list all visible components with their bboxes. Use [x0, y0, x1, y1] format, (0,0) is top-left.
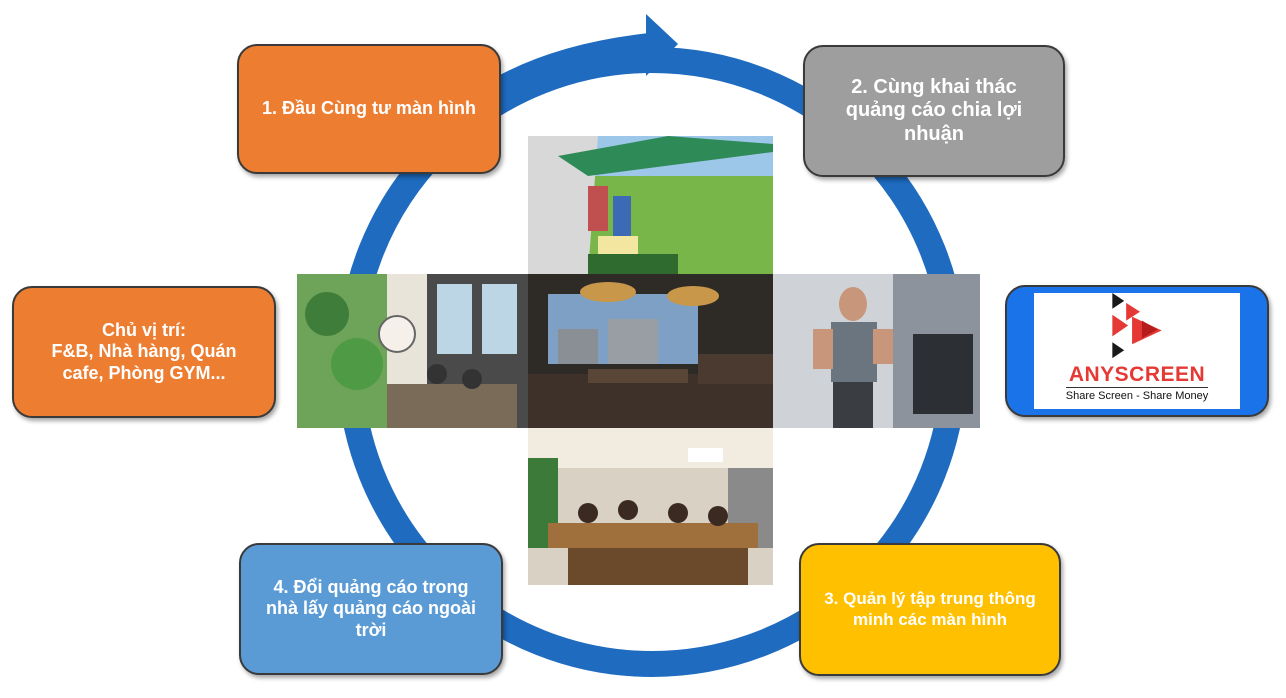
location-owner-box: Chủ vị trí: F&B, Nhà hàng, Quán cafe, Ph… — [12, 286, 276, 418]
anyscreen-logo-box: ANYSCREEN Share Screen - Share Money — [1005, 285, 1269, 417]
step-2-box: 2. Cùng khai thác quảng cáo chia lợi nhu… — [803, 45, 1065, 177]
location-owner-text: Chủ vị trí: F&B, Nhà hàng, Quán cafe, Ph… — [51, 320, 237, 383]
photo-diner — [528, 428, 773, 585]
step-3-text: 3. Quản lý tập trung thông minh các màn … — [824, 589, 1036, 629]
step-1-text: 1. Đầu Cùng tư màn hình — [261, 98, 477, 119]
photo-restaurant — [528, 274, 773, 428]
photo-golf-range — [528, 136, 773, 274]
step-4-box: 4. Đổi quảng cáo trong nhà lấy quảng cáo… — [239, 543, 503, 675]
play-triangles-icon — [1112, 293, 1162, 359]
photo-coffee-club — [297, 274, 528, 428]
logo-card: ANYSCREEN Share Screen - Share Money — [1034, 293, 1240, 409]
logo-tagline: Share Screen - Share Money — [1065, 387, 1209, 403]
step-3-box: 3. Quản lý tập trung thông minh các màn … — [799, 543, 1061, 676]
step-2-text: 2. Cùng khai thác quảng cáo chia lợi nhu… — [845, 75, 1023, 145]
photo-gym — [773, 274, 980, 428]
step-1-box: 1. Đầu Cùng tư màn hình — [237, 44, 501, 174]
logo-name: ANYSCREEN — [1068, 363, 1206, 387]
step-4-text: 4. Đổi quảng cáo trong nhà lấy quảng cáo… — [265, 577, 477, 640]
